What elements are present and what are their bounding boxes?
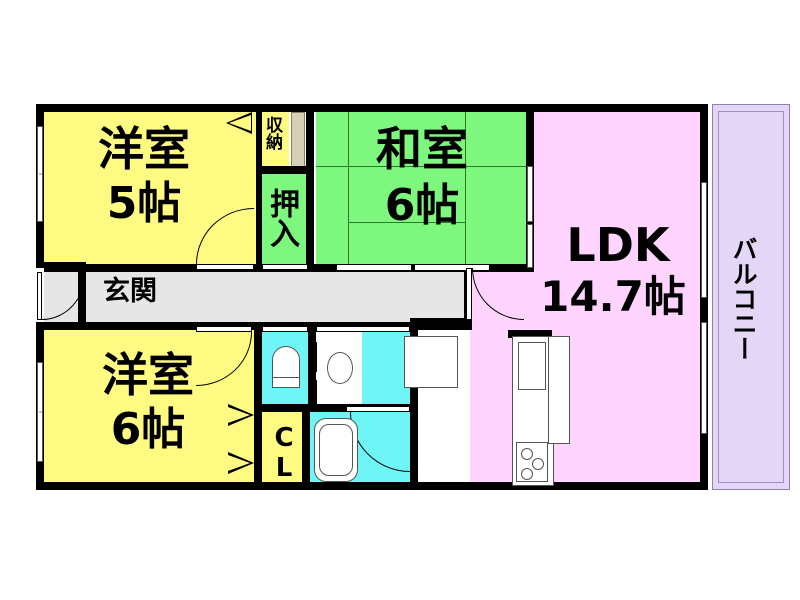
label-yoshitsu5-size: 5帖 — [106, 178, 182, 229]
interior-wall-under-shuno — [256, 166, 314, 174]
room-balcony — [712, 104, 790, 490]
label-ldk-size: 14.7帖 — [540, 272, 686, 321]
interior-wall-oshiire-right — [306, 166, 314, 270]
kitchen-counter-right-icon — [548, 336, 570, 444]
sink-icon — [518, 342, 546, 390]
bathtub-inner-icon — [319, 424, 353, 476]
interior-wall-vestibule-bottom — [410, 318, 472, 326]
interior-wall-cl-right — [302, 404, 310, 490]
oshiire-sliding-door[interactable] — [262, 264, 308, 270]
washbasin-icon — [327, 352, 353, 384]
storage-shuno — [261, 112, 289, 170]
stove-burner-icon — [521, 468, 533, 480]
label-yoshitsu6-size: 6帖 — [110, 404, 186, 455]
room-washitsu — [316, 110, 528, 270]
label-genkan: 玄関 — [103, 276, 157, 307]
kitchen-nib-wall — [508, 330, 552, 338]
door-yoshitsu5[interactable] — [196, 264, 254, 270]
door-washroom[interactable] — [316, 326, 410, 332]
washitsu-ldk-sliding-door-upper[interactable] — [527, 166, 533, 222]
washbasin-counter-line — [316, 342, 317, 372]
label-shuno: 収納 — [262, 116, 282, 150]
washitsu-ldk-sliding-door-lower[interactable] — [527, 224, 533, 268]
washitsu-sliding-door-right[interactable] — [414, 264, 490, 271]
door-toilet[interactable] — [262, 326, 308, 332]
washing-machine-space-icon — [404, 336, 458, 388]
storage-oshiire — [262, 172, 314, 270]
sliding-closet-marker-yoshitsu6-upper-inner — [228, 407, 250, 423]
label-washitsu-size: 6帖 — [384, 180, 460, 231]
interior-wall-toilet-right — [308, 326, 316, 408]
stove-burner-icon — [532, 458, 544, 470]
balcony-sliding-door-lower[interactable] — [701, 322, 707, 434]
tatami-joint — [465, 110, 466, 270]
label-washitsu-name: 和室 — [376, 122, 468, 176]
tatami-joint — [348, 222, 465, 223]
exterior-wall-top — [36, 104, 708, 112]
interior-wall-yoshitsu5-right — [256, 104, 262, 270]
stove-burner-icon — [521, 448, 533, 460]
interior-wall-washitsu-left-top — [306, 104, 314, 168]
balcony-sliding-door-upper[interactable] — [701, 182, 707, 298]
window-mullion — [39, 411, 42, 413]
balcony-inner-outline — [718, 111, 784, 483]
label-ldk-name: LDK — [566, 218, 670, 272]
three-burner-stove-icon — [516, 442, 548, 482]
storage-closet — [262, 412, 306, 486]
label-balcony: バルコニー — [729, 236, 758, 361]
washbasin-counter-line — [316, 380, 317, 404]
washitsu-sliding-door-left[interactable] — [336, 264, 412, 271]
genkan-recess-wall-left — [78, 264, 86, 328]
sliding-closet-marker-yoshitsu6-lower-inner — [228, 455, 250, 471]
toilet-tank-icon — [272, 377, 300, 388]
exterior-wall-bottom — [36, 482, 708, 490]
label-yoshitsu5-name: 洋室 — [98, 122, 190, 176]
tatami-joint — [316, 166, 528, 167]
label-yoshitsu6-name: 洋室 — [102, 348, 194, 402]
corridor — [44, 270, 472, 326]
sliding-closet-marker-yoshitsu5-inner — [229, 115, 251, 131]
interior-wall-toilet-bottom — [254, 404, 314, 412]
tatami-joint — [348, 110, 349, 270]
window-mullion — [39, 173, 42, 175]
label-oshiire: 押入 — [264, 188, 299, 248]
sliding-panel — [291, 112, 305, 170]
door-bath[interactable] — [346, 406, 410, 412]
door-corridor-to-ldk[interactable] — [466, 268, 472, 320]
